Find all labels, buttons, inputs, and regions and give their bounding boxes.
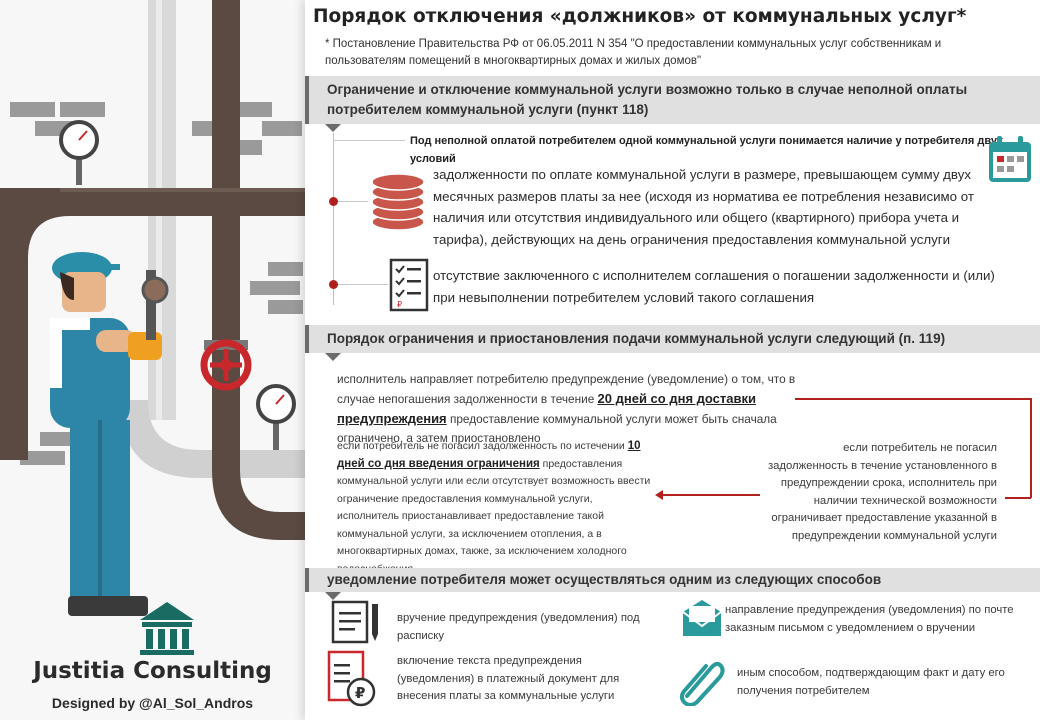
method-other: иным способом, подтверждающим факт и дат…	[737, 667, 1005, 697]
method-receipt: вручение предупреждения (уведомления) по…	[397, 612, 640, 642]
flow-arrow	[660, 494, 760, 496]
plumber-figure	[50, 252, 169, 616]
mail-icon	[682, 600, 722, 636]
content-panel: Порядок отключения «должников» от коммун…	[305, 0, 1040, 720]
connector-line	[338, 284, 388, 285]
timeline-dot	[329, 197, 338, 206]
method-payment-document: включение текста предупреждения (уведомл…	[397, 655, 620, 702]
connector-line	[333, 140, 405, 141]
checklist-icon: ₽	[389, 258, 429, 312]
pressure-gauge-icon	[59, 120, 99, 185]
svg-text:₽: ₽	[397, 300, 402, 309]
valve-wheel-icon	[200, 339, 252, 391]
condition-debt: задолженности по оплате коммунальной усл…	[433, 167, 974, 247]
brand-credit: Designed by @Al_Sol_Andros	[51, 695, 254, 711]
flow-arrow	[1030, 398, 1032, 498]
signature-document-icon	[331, 600, 378, 644]
connector-line	[338, 201, 368, 202]
term-20-days: 20 дней со дня доставки предупреждения	[337, 391, 756, 426]
plumber-illustration	[0, 0, 305, 655]
svg-text:₽: ₽	[355, 684, 365, 702]
payment-document-icon: ₽	[327, 650, 376, 707]
coins-icon	[371, 173, 425, 231]
page-title: Порядок отключения «должников» от коммун…	[313, 6, 967, 27]
illustration-panel: Justitia Consulting Designed by @Al_Sol_…	[0, 0, 305, 720]
term-10-days: 10 дней со дня введения ограничения	[337, 440, 641, 470]
flow-arrow	[1005, 497, 1031, 499]
timeline-line	[333, 133, 334, 305]
step-warning: исполнитель направляет потребителю преду…	[337, 372, 796, 445]
band-pointer	[325, 124, 341, 132]
section1-intro: Под неполной оплатой потребителем одной …	[410, 135, 1004, 165]
arrow-head-icon	[655, 490, 663, 500]
flow-arrow	[795, 398, 1031, 400]
band-pointer	[325, 592, 341, 600]
method-mail: направление предупреждения (уведомления)…	[725, 604, 1014, 634]
brand-name: Justitia Consulting	[33, 658, 272, 684]
pressure-gauge-icon	[256, 384, 296, 450]
step-limit: если потребитель не погасил задолженност…	[767, 442, 997, 542]
courthouse-logo-icon	[140, 602, 194, 655]
calendar-icon	[989, 136, 1031, 182]
timeline-dot	[329, 280, 338, 289]
band-pointer	[325, 353, 341, 361]
page-subtitle: * Постановление Правительства РФ от 06.0…	[325, 38, 942, 67]
section-heading-2: Порядок ограничения и приостановления по…	[305, 325, 1040, 353]
paperclip-icon	[679, 661, 725, 706]
condition-no-agreement: отсутствие заключенного с исполнителем с…	[433, 268, 995, 305]
section-heading-3: уведомление потребителя может осуществля…	[305, 568, 1040, 592]
step-suspend: если потребитель не погасил задолженност…	[337, 440, 651, 575]
section-heading-1: Ограничение и отключение коммунальной ус…	[305, 76, 1040, 124]
